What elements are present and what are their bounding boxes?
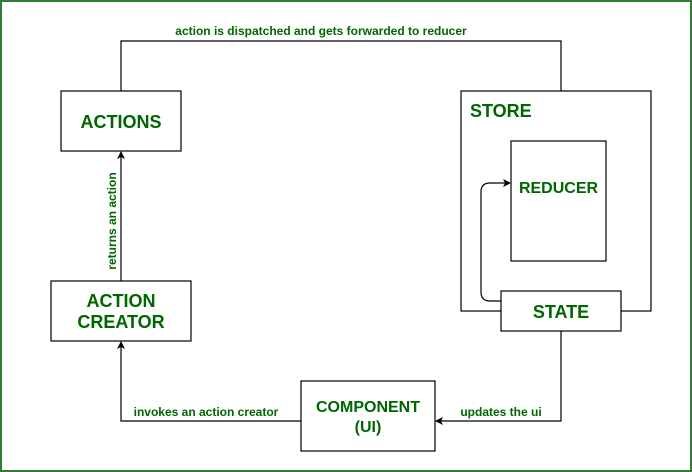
component-box	[300, 380, 436, 452]
edge-state-to-reducer-loop	[480, 179, 511, 302]
store-label: STORE	[470, 101, 532, 121]
state-box	[500, 290, 622, 332]
action-creator-box	[50, 280, 192, 342]
component-label-line2: (UI)	[355, 419, 382, 436]
edge-label-invokes-creator: invokes an action creator	[134, 405, 279, 419]
edge-label-dispatched: action is dispatched and gets forwarded …	[175, 24, 467, 38]
edge-component-to-creator	[117, 341, 301, 422]
reducer-label: REDUCER	[519, 180, 599, 197]
action-creator-label-line1: ACTION	[87, 291, 156, 311]
action-creator-label-line2: CREATOR	[77, 312, 164, 332]
reducer-box	[510, 140, 607, 262]
state-label: STATE	[533, 302, 589, 322]
actions-box	[60, 90, 182, 152]
edge-label-returns-action: returns an action	[105, 172, 119, 269]
component-label-line1: COMPONENT	[316, 399, 420, 416]
edge-label-updates-ui: updates the ui	[460, 405, 541, 419]
actions-label: ACTIONS	[81, 112, 162, 132]
edge-state-to-component	[435, 331, 562, 425]
